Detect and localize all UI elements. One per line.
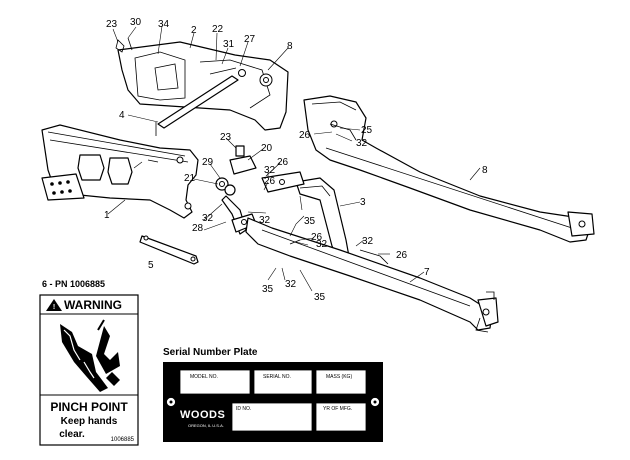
callout-3: 3 [360,197,366,208]
plate-brand-sub: OREGON, IL U.S.A. [188,423,224,428]
callout-7: 7 [424,267,430,278]
callout-4: 4 [119,110,125,121]
callout-28: 28 [192,223,204,234]
callout-8: 8 [482,165,488,176]
callout-26: 26 [311,232,323,243]
callout-21: 21 [184,173,196,184]
decal-caption: 6 - PN 1006885 [42,279,105,289]
warning-decal: 6 - PN 1006885 ! WARNING PINCH POINT Kee… [39,279,139,446]
callout-23: 23 [106,19,118,30]
leader-lines [107,25,481,292]
callout-26: 26 [396,250,408,261]
serial-number-plate: Serial Number Plate MODEL NO. SERIAL NO.… [163,347,383,442]
plate-year-label: YR OF MFG. [323,406,352,412]
callout-32: 32 [259,215,271,226]
callout-23: 23 [220,132,232,143]
callout-34: 34 [158,19,170,30]
callout-31: 31 [223,39,235,50]
center-hardware [215,145,257,235]
decal-title: PINCH POINT [50,400,128,414]
left-frame [41,124,199,219]
callout-35: 35 [304,216,316,227]
callout-26: 26 [264,176,276,187]
decal-line1: Keep hands [61,416,118,427]
callout-1: 1 [104,210,110,221]
callout-labels: 23 30 34 2 22 31 27 8 4 1 23 20 29 26 21… [104,17,488,303]
decal-part-no: 1006885 [111,437,135,443]
callout-8: 8 [287,41,293,52]
svg-text:!: ! [53,304,55,311]
callout-27: 27 [244,34,256,45]
callout-32: 32 [285,279,297,290]
plate-mass-label: MASS (KG) [326,374,352,380]
callout-22: 22 [212,24,224,35]
callout-32: 32 [202,213,214,224]
callout-20: 20 [261,143,273,154]
callout-2: 2 [191,25,197,36]
callout-32: 32 [316,239,328,250]
lower-arm [245,217,499,333]
callout-30: 30 [130,17,142,28]
decal-line2: clear. [59,429,85,440]
callout-35: 35 [262,284,274,295]
pinch-hand-icon [60,319,120,392]
decal-header: WARNING [64,298,122,312]
right-arm [303,95,595,243]
plate-brand-logo: WOODS [180,409,225,421]
callout-32: 32 [264,165,276,176]
plate-id-label: ID NO. [236,406,251,412]
callout-35: 35 [314,292,326,303]
callout-26: 26 [277,157,289,168]
plate-serial-label: SERIAL NO. [263,374,291,380]
plate-model-label: MODEL NO. [190,374,218,380]
callout-32: 32 [362,236,374,247]
callout-5: 5 [148,260,154,271]
callout-29: 29 [202,157,214,168]
plate-caption: Serial Number Plate [163,347,258,358]
link-bar [139,235,199,265]
vertical-link [261,171,351,267]
callout-25: 25 [361,125,373,136]
bracket-assembly [115,37,289,136]
callout-32: 32 [356,138,368,149]
callout-26: 26 [299,130,311,141]
